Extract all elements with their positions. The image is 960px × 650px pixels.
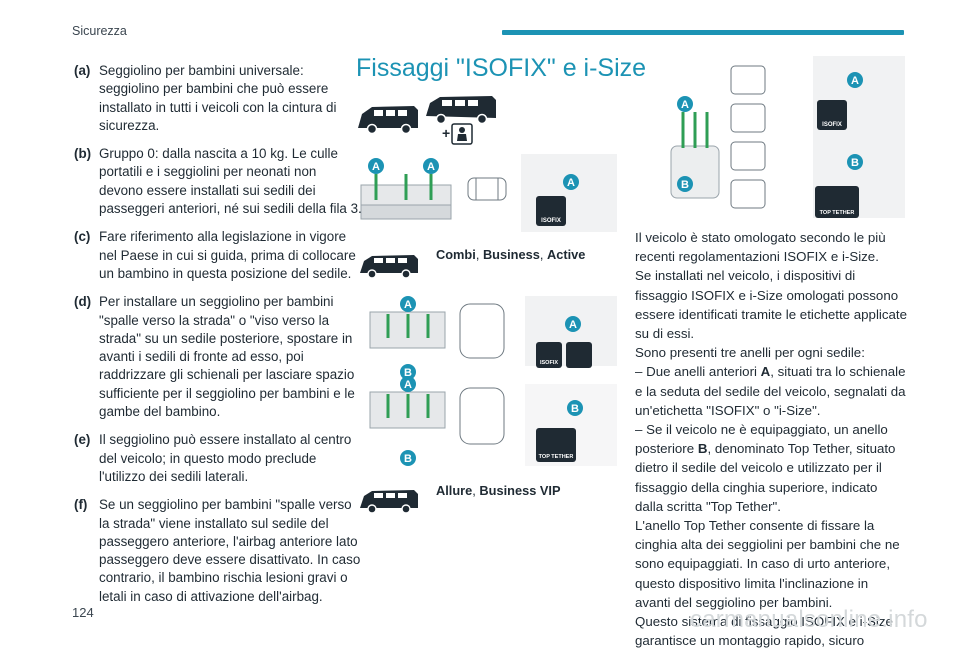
- svg-text:ISOFIX: ISOFIX: [822, 122, 842, 128]
- footnote-f: (f)Se un seggiolino per bambini "spalle …: [74, 497, 361, 604]
- body-paragraph: L'anello Top Tether consente di fissare …: [635, 518, 900, 610]
- anchor-a-description: – Due anelli anteriori A, situati tra lo…: [635, 364, 906, 418]
- footnote-a: (a)Seggiolino per bambini universale: se…: [74, 63, 337, 133]
- isofix-anchor-locations-figure: A B A ISOFIX B TOP TETHER: [670, 56, 905, 218]
- svg-text:A: A: [404, 299, 412, 311]
- caption-allure: Allure, Business VIP: [436, 483, 561, 498]
- svg-text:TOP TETHER: TOP TETHER: [539, 454, 574, 460]
- svg-text:ISOFIX: ISOFIX: [540, 360, 558, 366]
- section-label: Sicurezza: [72, 24, 127, 38]
- watermark: carmanualsonline.info: [690, 606, 928, 633]
- isofix-body-text: Il veicolo è stato omologato secondo le …: [635, 228, 907, 650]
- anchor-b-description: – Se il veicolo ne è equipaggiato, un an…: [635, 422, 896, 514]
- isofix-figure-combi: A A A ISOFIX: [360, 154, 617, 232]
- van-icon-allure: [360, 490, 418, 514]
- svg-text:TOP TETHER: TOP TETHER: [820, 210, 855, 216]
- svg-text:B: B: [404, 367, 412, 379]
- svg-text:A: A: [567, 177, 575, 189]
- svg-text:A: A: [404, 379, 412, 391]
- svg-text:A: A: [851, 75, 859, 87]
- page-number: 124: [72, 605, 94, 620]
- svg-text:B: B: [571, 403, 579, 415]
- isofix-figure-allure: A B A B A ISOFIX B TOP TETHER: [369, 296, 617, 466]
- footnote-b: (b)Gruppo 0: dalla nascita a 10 kg. Le c…: [74, 146, 362, 217]
- svg-text:B: B: [681, 179, 689, 191]
- footnotes-column: (a)Seggiolino per bambini universale: se…: [74, 62, 362, 616]
- footnote-c: (c)Fare riferimento alla legislazione in…: [74, 229, 356, 281]
- svg-text:ISOFIX: ISOFIX: [541, 218, 561, 224]
- svg-text:A: A: [372, 161, 380, 173]
- body-paragraph: Se installati nel veicolo, i dispositivi…: [635, 268, 907, 342]
- svg-text:B: B: [851, 157, 859, 169]
- footnote-d: (d)Per installare un seggiolino per bamb…: [74, 294, 355, 420]
- van-icon-combi: [360, 255, 418, 279]
- svg-text:B: B: [404, 453, 412, 465]
- body-paragraph: Il veicolo è stato omologato secondo le …: [635, 230, 886, 265]
- section-title: Fissaggi "ISOFIX" e i-Size: [356, 54, 647, 82]
- svg-text:A: A: [569, 319, 577, 331]
- svg-text:A: A: [681, 99, 689, 111]
- header-accent-bar: [502, 30, 904, 35]
- van-models-icon: +: [358, 96, 496, 145]
- footnote-e: (e)Il seggiolino può essere installato a…: [74, 432, 352, 484]
- body-paragraph: Sono presenti tre anelli per ogni sedile…: [635, 345, 865, 361]
- caption-combi: Combi, Business, Active: [436, 247, 586, 262]
- svg-text:+: +: [442, 125, 450, 141]
- svg-text:A: A: [427, 161, 435, 173]
